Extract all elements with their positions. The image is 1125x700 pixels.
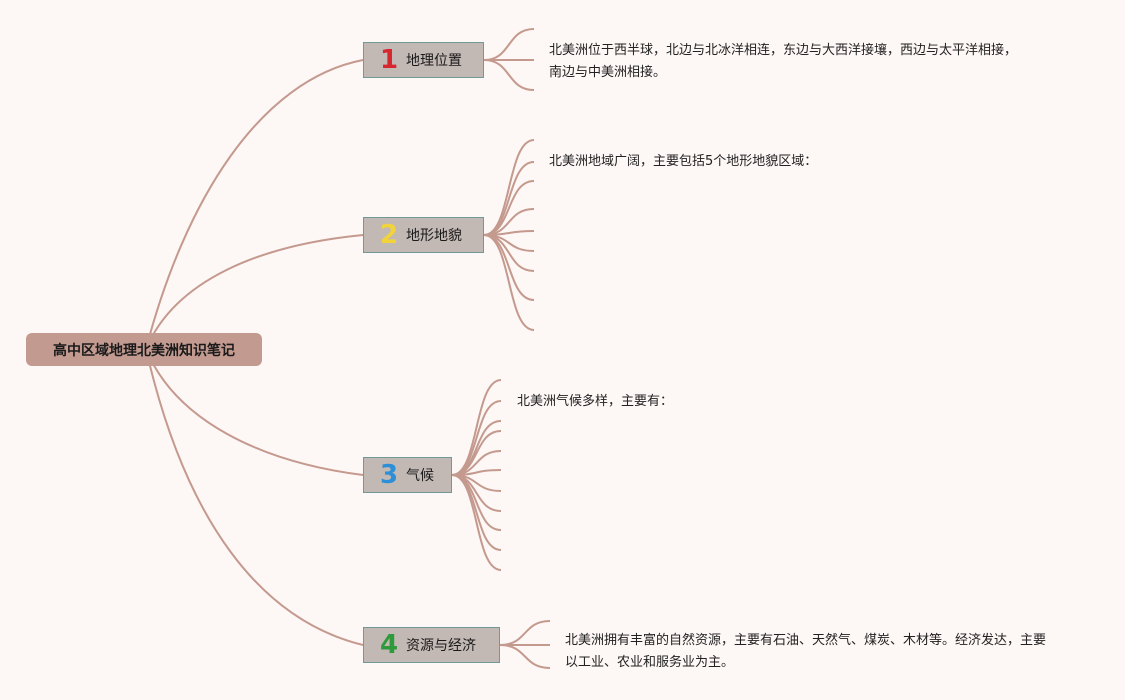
number-3-icon: 3 — [379, 460, 399, 490]
edge-climate-leaf-1 — [451, 379, 502, 476]
edge-root-branch-3 — [145, 348, 364, 476]
branch-node-resources[interactable]: 4 资源与经济 — [363, 627, 500, 663]
note-resources: 北美洲拥有丰富的自然资源，主要有石油、天然气、煤炭、木材等。经济发达，主要以工业… — [565, 633, 1047, 670]
note-climate: 北美洲气候多样，主要有： — [517, 394, 674, 409]
edge-resources-leaf-3 — [499, 644, 551, 669]
root-title: 高中区域地理北美洲知识笔记 — [53, 342, 235, 359]
edge-root-branch-4 — [145, 348, 364, 646]
edge-terrain-leaf-9 — [483, 234, 535, 331]
note-location: 北美洲位于西半球，北边与北冰洋相连，东边与大西洋接壤，西边与太平洋相接，南边与中… — [549, 43, 1018, 80]
branch-node-location[interactable]: 1 地理位置 — [363, 42, 484, 78]
edge-resources-leaf-1 — [499, 620, 551, 646]
edge-root-branch-1 — [145, 59, 364, 350]
branch-title: 地理位置 — [406, 53, 462, 69]
root-node[interactable]: 高中区域地理北美洲知识笔记 — [26, 333, 262, 366]
branch-title: 资源与经济 — [406, 638, 476, 654]
edge-root-branch-2 — [145, 234, 364, 350]
edge-terrain-leaf-8 — [483, 234, 535, 301]
number-4-icon: 4 — [379, 630, 399, 660]
edge-location-leaf-1 — [483, 28, 535, 61]
edge-climate-leaf-8 — [451, 474, 502, 512]
branch-node-terrain[interactable]: 2 地形地貌 — [363, 217, 484, 253]
branch-title: 地形地貌 — [406, 228, 462, 244]
number-2-icon: 2 — [379, 220, 399, 250]
branch-node-climate[interactable]: 3 气候 — [363, 457, 452, 493]
edge-location-leaf-3 — [483, 59, 535, 91]
edge-climate-leaf-10 — [451, 474, 502, 551]
number-1-icon: 1 — [379, 45, 399, 75]
branch-title: 气候 — [406, 468, 434, 484]
edge-climate-leaf-11 — [451, 474, 502, 571]
edge-terrain-leaf-2 — [483, 161, 535, 236]
note-terrain: 北美洲地域广阔，主要包括5个地形地貌区域： — [549, 154, 818, 169]
